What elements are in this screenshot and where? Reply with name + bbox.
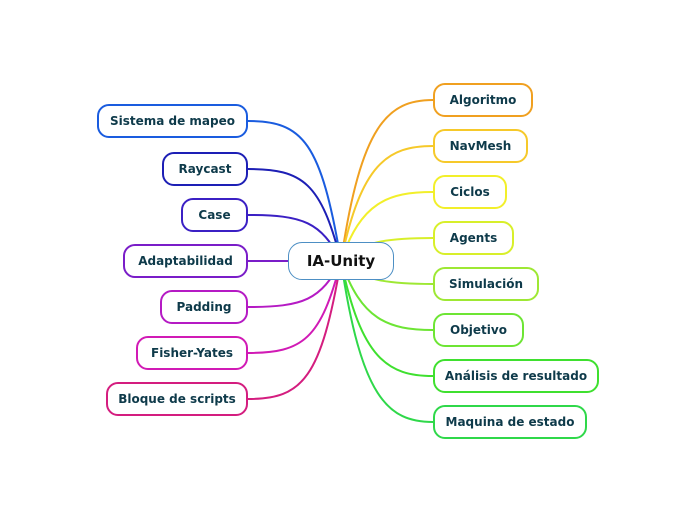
topic-case-label: Case	[198, 208, 231, 222]
topic-objetivo-label: Objetivo	[450, 323, 507, 337]
topic-algoritmo-label: Algoritmo	[449, 93, 517, 107]
topic-simulacion[interactable]: Simulación	[433, 267, 539, 301]
topic-maquina-de-estado-label: Maquina de estado	[445, 415, 575, 429]
connector-algoritmo	[340, 99, 434, 262]
topic-raycast-label: Raycast	[178, 162, 232, 176]
topic-analisis-de-resultado[interactable]: Análisis de resultado	[433, 359, 599, 393]
topic-fisher-yates-label: Fisher-Yates	[151, 346, 233, 360]
connector-navmesh	[340, 145, 434, 262]
topic-sistema-de-mapeo-label: Sistema de mapeo	[109, 114, 236, 128]
connector-maquina-de-estado	[340, 260, 434, 423]
topic-agents-label: Agents	[449, 231, 498, 245]
connector-fisher-yates	[247, 260, 342, 354]
topic-analisis-de-resultado-label: Análisis de resultado	[444, 369, 588, 383]
topic-padding[interactable]: Padding	[160, 290, 248, 324]
topic-algoritmo[interactable]: Algoritmo	[433, 83, 533, 117]
central-topic-label: IA-Unity	[306, 252, 376, 270]
topic-bloque-de-scripts[interactable]: Bloque de scripts	[106, 382, 248, 416]
connector-sistema-de-mapeo	[247, 120, 342, 262]
topic-navmesh[interactable]: NavMesh	[433, 129, 528, 163]
central-topic[interactable]: IA-Unity	[288, 242, 394, 280]
topic-simulacion-label: Simulación	[448, 277, 524, 291]
topic-ciclos-label: Ciclos	[450, 185, 490, 199]
topic-case[interactable]: Case	[181, 198, 248, 232]
topic-objetivo[interactable]: Objetivo	[433, 313, 524, 347]
topic-sistema-de-mapeo[interactable]: Sistema de mapeo	[97, 104, 248, 138]
topic-raycast[interactable]: Raycast	[162, 152, 248, 186]
topic-agents[interactable]: Agents	[433, 221, 514, 255]
connector-raycast	[247, 168, 342, 262]
topic-bloque-de-scripts-label: Bloque de scripts	[118, 392, 236, 406]
topic-adaptabilidad-label: Adaptabilidad	[138, 254, 233, 268]
connector-bloque-de-scripts	[247, 260, 342, 400]
topic-fisher-yates[interactable]: Fisher-Yates	[136, 336, 248, 370]
topic-adaptabilidad[interactable]: Adaptabilidad	[123, 244, 248, 278]
topic-padding-label: Padding	[176, 300, 232, 314]
topic-navmesh-label: NavMesh	[449, 139, 512, 153]
topic-maquina-de-estado[interactable]: Maquina de estado	[433, 405, 587, 439]
connector-analisis-de-resultado	[340, 260, 434, 377]
topic-ciclos[interactable]: Ciclos	[433, 175, 507, 209]
